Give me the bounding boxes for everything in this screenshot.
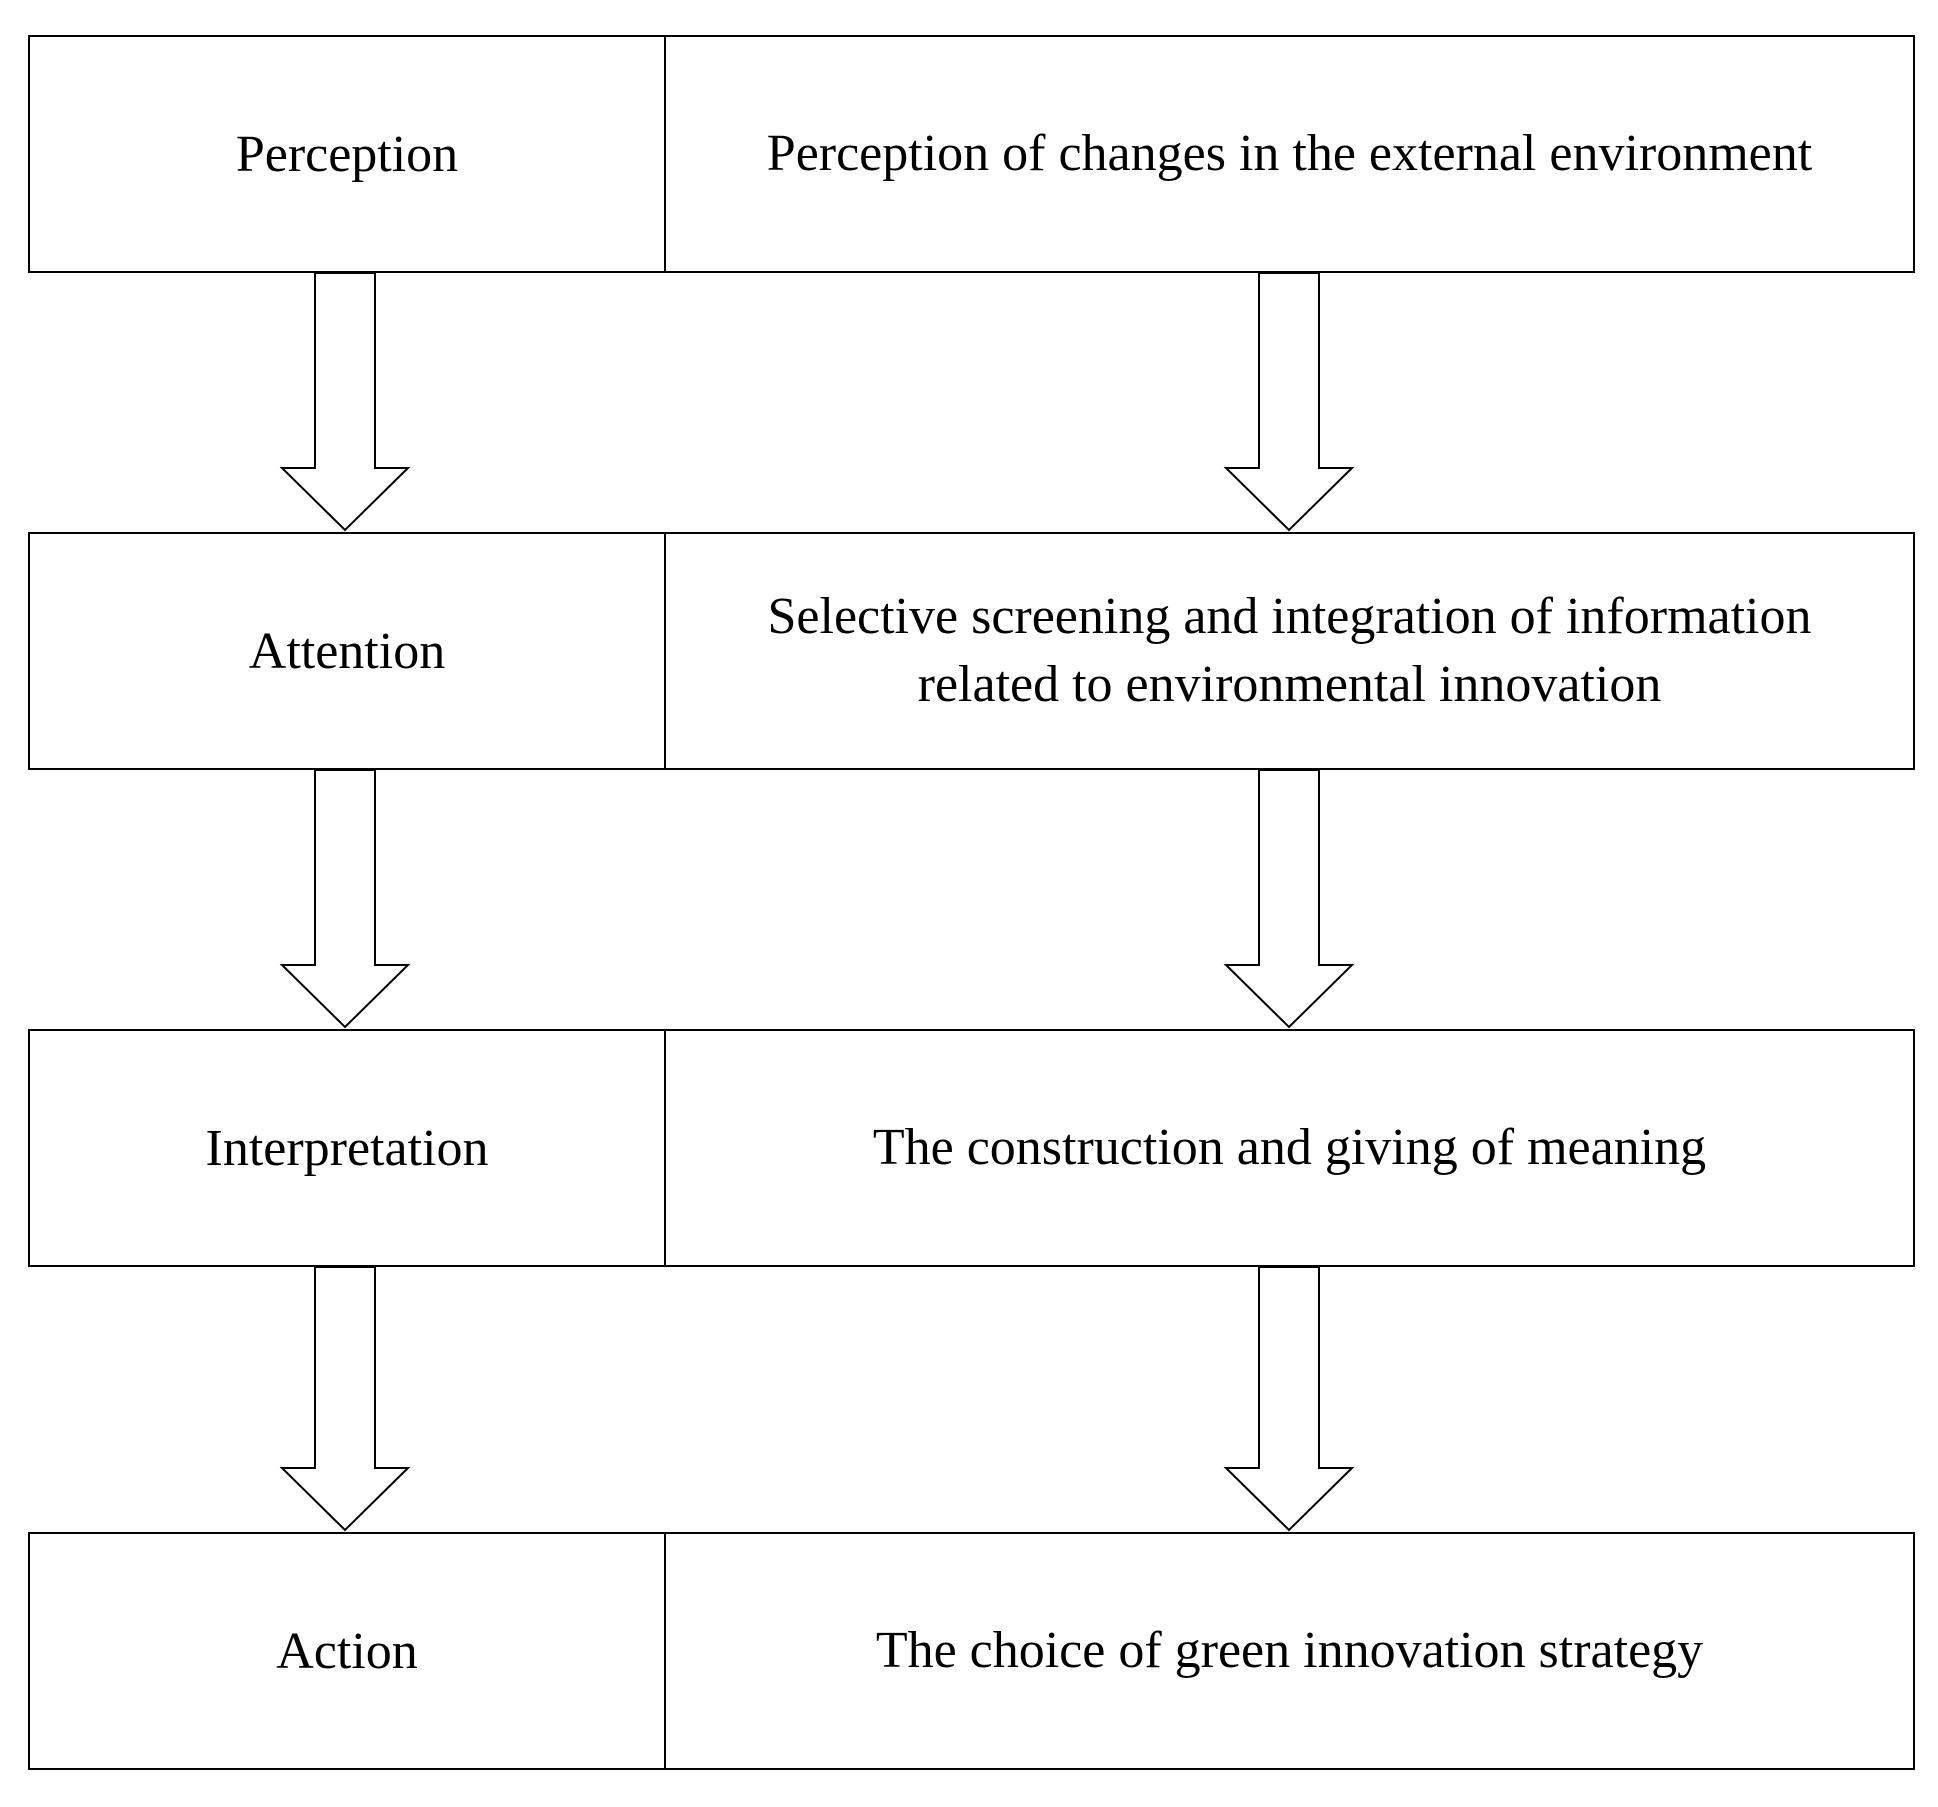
stage-description-label: Perception of changes in the external en… — [766, 125, 1813, 183]
down-arrow-icon — [279, 769, 411, 1029]
stage-name-cell: Perception — [30, 37, 666, 271]
stage-description-cell: Selective screening and integration of i… — [666, 534, 1913, 768]
stage-name-cell: Attention — [30, 534, 666, 768]
stage-name-cell: Action — [30, 1534, 666, 1768]
stage-description-cell: Perception of changes in the external en… — [666, 37, 1913, 271]
stage-row-interpretation: Interpretation The construction and givi… — [28, 1029, 1915, 1267]
stage-description-label: The construction and giving of meaning — [872, 1119, 1707, 1177]
stage-description-cell: The choice of green innovation strategy — [666, 1534, 1913, 1768]
stage-name-label: Attention — [248, 622, 446, 680]
stage-name-label: Action — [276, 1622, 418, 1680]
stage-name-label: Interpretation — [205, 1119, 489, 1177]
down-arrow-icon — [1223, 1266, 1355, 1532]
stage-row-action: Action The choice of green innovation st… — [28, 1532, 1915, 1770]
stage-description-cell: The construction and giving of meaning — [666, 1031, 1913, 1265]
down-arrow-icon — [1223, 272, 1355, 532]
stage-description-label: Selective screening and integration of i… — [767, 588, 1812, 713]
down-arrow-icon — [279, 1266, 411, 1532]
stage-description-label: The choice of green innovation strategy — [875, 1622, 1704, 1680]
stage-name-label: Perception — [235, 125, 459, 183]
stage-row-attention: Attention Selective screening and integr… — [28, 532, 1915, 770]
stage-name-cell: Interpretation — [30, 1031, 666, 1265]
down-arrow-icon — [279, 272, 411, 532]
stage-row-perception: Perception Perception of changes in the … — [28, 35, 1915, 273]
down-arrow-icon — [1223, 769, 1355, 1029]
